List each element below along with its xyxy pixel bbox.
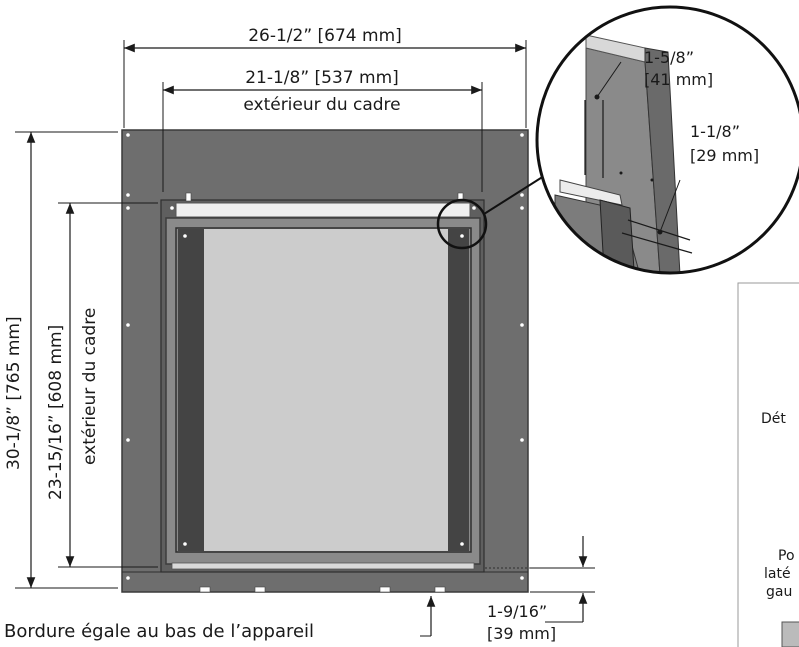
firebox-right-panel bbox=[445, 229, 469, 551]
side-panel-text-1: Dét bbox=[761, 411, 786, 427]
top-bar bbox=[175, 202, 471, 218]
side-panel-text-2: Po bbox=[778, 548, 795, 564]
frame-height-caption: extérieur du cadre bbox=[80, 307, 100, 465]
frame-width-label: 21-1/8” [537 mm] bbox=[245, 68, 399, 88]
bottom-note: Bordure égale au bas de l’appareil bbox=[4, 621, 315, 642]
detail-depth-2-mm-label: [29 mm] bbox=[690, 146, 760, 165]
side-panel-text-4: gau bbox=[766, 584, 793, 600]
detail-magnified-border bbox=[535, 5, 799, 275]
side-panel-box bbox=[737, 282, 799, 647]
side-panel-text-3: laté bbox=[764, 566, 791, 582]
screen-mesh bbox=[204, 229, 448, 551]
screw-holes bbox=[126, 133, 524, 580]
overall-width-label: 26-1/2” [674 mm] bbox=[248, 26, 402, 46]
bottom-notches bbox=[199, 586, 446, 593]
bottom-strip bbox=[171, 562, 475, 570]
bottom-edge-mm-label: [39 mm] bbox=[487, 624, 557, 643]
detail-magnified bbox=[537, 7, 799, 273]
frame-width-caption: extérieur du cadre bbox=[243, 95, 401, 115]
detail-depth-2-in-label: 1-1/8” bbox=[690, 122, 740, 141]
bottom-edge-in-label: 1-9/16” bbox=[487, 602, 548, 621]
overall-height-label: 30-1/8” [765 mm] bbox=[4, 316, 24, 470]
detail-depth-1-mm-label: [41 mm] bbox=[644, 70, 714, 89]
detail-callout-circle bbox=[436, 198, 488, 250]
frame-height-label: 23-15/16” [608 mm] bbox=[46, 324, 66, 500]
firebox-inner-border bbox=[175, 227, 472, 553]
detail-depth-1-in-label: 1-5/8” bbox=[644, 48, 694, 67]
firebox-left-panel bbox=[178, 229, 206, 551]
